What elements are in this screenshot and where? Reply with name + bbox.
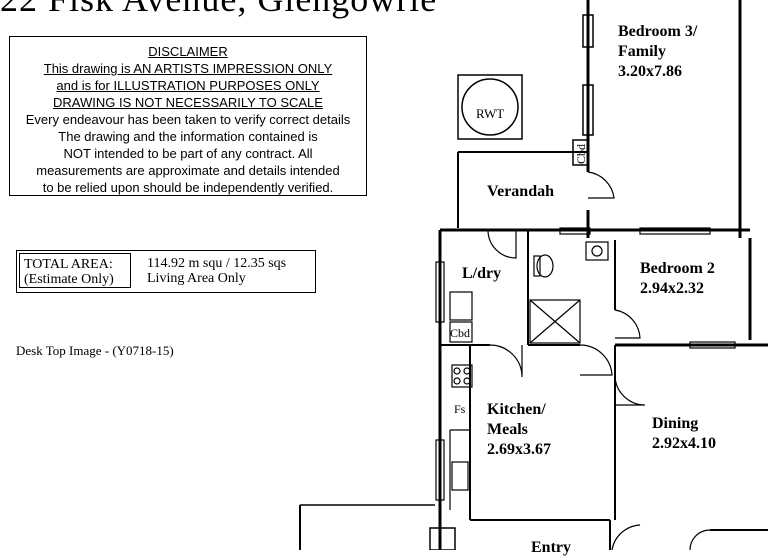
room-name: Meals bbox=[487, 421, 528, 438]
entry-label: Entry bbox=[531, 539, 571, 556]
total-area-value: 114.92 m squ / 12.35 sqs Living Area Onl… bbox=[147, 256, 286, 286]
kitchen-label: Kitchen/ Meals 2.69x3.67 bbox=[487, 400, 551, 460]
door-swing bbox=[689, 529, 711, 550]
total-area-label-line: TOTAL AREA: bbox=[24, 257, 113, 272]
door-swing bbox=[487, 229, 517, 259]
toilet bbox=[536, 254, 554, 278]
disclaimer-line: Every endeavour has been taken to verify… bbox=[25, 112, 351, 127]
room-name: Dining bbox=[652, 415, 699, 432]
total-area-box: TOTAL AREA: (Estimate Only) 114.92 m squ… bbox=[16, 250, 316, 293]
disclaimer-line: DRAWING IS NOT NECESSARILY TO SCALE bbox=[53, 95, 323, 110]
stove bbox=[451, 364, 473, 388]
bedroom3-label: Bedroom 3/ Family 3.20x7.86 bbox=[618, 22, 697, 82]
disclaimer-line: NOT intended to be part of any contract.… bbox=[63, 146, 313, 161]
basin-bowl bbox=[591, 245, 603, 257]
disclaimer-line: The drawing and the information containe… bbox=[58, 129, 318, 144]
burner bbox=[453, 367, 461, 375]
window bbox=[582, 84, 594, 136]
room-name: Family bbox=[618, 43, 666, 60]
bedroom2-label: Bedroom 2 2.94x2.32 bbox=[640, 259, 715, 299]
door-swing bbox=[489, 344, 523, 378]
door-swing bbox=[611, 524, 641, 550]
cupboard bbox=[572, 139, 589, 166]
cupboard-label: Cbd bbox=[574, 143, 588, 164]
total-area-value-line: Living Area Only bbox=[147, 271, 246, 286]
verandah-label: Verandah bbox=[487, 183, 554, 200]
laundry-label: L/dry bbox=[462, 265, 502, 282]
sink bbox=[451, 461, 469, 491]
door-swing bbox=[614, 309, 641, 339]
room-name: Bedroom 2 bbox=[640, 260, 715, 277]
total-area-label-line: (Estimate Only) bbox=[24, 272, 114, 287]
basin bbox=[585, 241, 609, 261]
room-name: Bedroom 3/ bbox=[618, 23, 698, 40]
window bbox=[639, 227, 711, 235]
window bbox=[435, 439, 445, 501]
step bbox=[429, 527, 456, 550]
room-size: 2.94x2.32 bbox=[640, 280, 704, 297]
disclaimer-line: and is for ILLUSTRATION PURPOSES ONLY bbox=[56, 78, 320, 93]
toilet-cistern bbox=[533, 255, 541, 277]
shower bbox=[529, 299, 581, 344]
disclaimer-line: This drawing is AN ARTISTS IMPRESSION ON… bbox=[43, 61, 333, 76]
rwt-circle bbox=[461, 78, 519, 136]
cupboard bbox=[449, 321, 473, 343]
rwt-label: RWT bbox=[476, 106, 505, 121]
room-size: 2.69x3.67 bbox=[487, 441, 551, 458]
total-area-label: TOTAL AREA: (Estimate Only) bbox=[19, 253, 131, 288]
room-name: Kitchen/ bbox=[487, 401, 546, 418]
door-swing bbox=[614, 374, 646, 406]
disclaimer-heading: DISCLAIMER bbox=[148, 44, 228, 59]
total-area-value-line: 114.92 m squ / 12.35 sqs bbox=[147, 256, 287, 271]
cupboard-label: Cbd bbox=[450, 326, 471, 340]
disclaimer-line: measurements are approximate and details… bbox=[36, 163, 340, 178]
rwt-tank bbox=[457, 74, 523, 140]
window bbox=[559, 227, 591, 235]
shower-line bbox=[529, 299, 581, 344]
door-swing bbox=[587, 171, 615, 199]
disclaimer-box: DISCLAIMER This drawing is AN ARTISTS IM… bbox=[9, 36, 367, 196]
laundry-trough bbox=[449, 291, 473, 321]
window bbox=[689, 341, 736, 349]
fridge-space-label: Fs bbox=[454, 402, 466, 416]
disclaimer-line: to be relied upon should be independentl… bbox=[42, 180, 334, 195]
room-size: 3.20x7.86 bbox=[618, 63, 682, 80]
reference-text: Desk Top Image - (Y0718-15) bbox=[16, 343, 174, 358]
page-title: 22 Fisk Avenue, Glengowrie bbox=[0, 0, 437, 20]
burner bbox=[463, 377, 471, 385]
dining-label: Dining 2.92x4.10 bbox=[652, 414, 716, 454]
burner bbox=[453, 377, 461, 385]
burner bbox=[463, 367, 471, 375]
room-size: 2.92x4.10 bbox=[652, 435, 716, 452]
window bbox=[435, 261, 445, 323]
door-swing bbox=[579, 344, 613, 376]
window bbox=[582, 14, 594, 48]
